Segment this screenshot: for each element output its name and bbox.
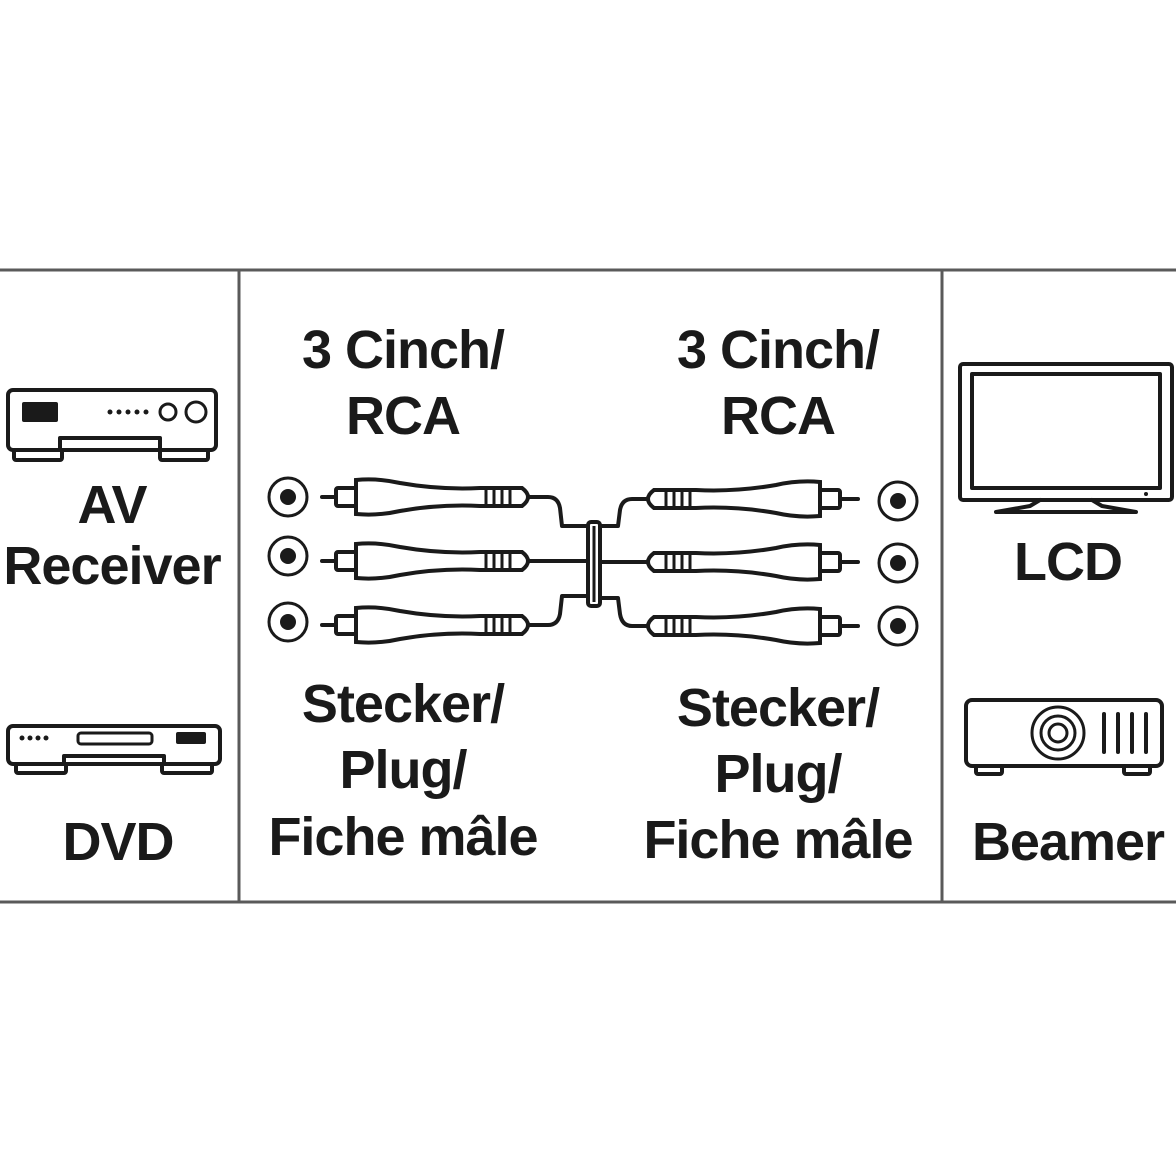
- right-footer-line2: Plug/: [715, 744, 843, 804]
- left-header-line2: RCA: [346, 386, 460, 446]
- center-panel: 3 Cinch/ RCA 3 Cinch/ RCA: [267, 320, 919, 870]
- right-header-line2: RCA: [721, 386, 835, 446]
- beamer-label: Beamer: [972, 812, 1165, 872]
- lcd-label: LCD: [1014, 532, 1122, 592]
- right-rca-plug-1: [598, 479, 919, 528]
- left-rca-plug-2: [267, 535, 592, 581]
- right-footer-line1: Stecker/: [677, 678, 880, 738]
- av-receiver-label-line1: AV: [77, 475, 147, 535]
- rca-cable-icon: [267, 476, 919, 647]
- right-footer-line3: Fiche mâle: [643, 810, 912, 870]
- av-receiver-label-line2: Receiver: [3, 536, 221, 596]
- dvd-label: DVD: [62, 812, 173, 872]
- left-rca-plug-3: [267, 594, 592, 645]
- left-header-line1: 3 Cinch/: [302, 320, 505, 380]
- left-footer-line2: Plug/: [340, 740, 468, 800]
- right-header-line1: 3 Cinch/: [677, 320, 880, 380]
- cable-splitter: [586, 520, 602, 608]
- lcd-tv-icon: [958, 362, 1174, 514]
- right-panel: LCD Beamer: [958, 362, 1174, 872]
- left-rca-plug-1: [267, 476, 592, 528]
- right-rca-plug-2: [598, 542, 919, 584]
- projector-icon: [964, 698, 1164, 776]
- dvd-player-icon: [6, 724, 222, 775]
- left-panel: AV Receiver DVD: [3, 388, 223, 872]
- av-receiver-icon: [6, 388, 218, 462]
- right-rca-plug-3: [598, 596, 919, 647]
- panel-frame: [0, 268, 1176, 904]
- left-footer-line1: Stecker/: [302, 674, 505, 734]
- left-footer-line3: Fiche mâle: [268, 807, 537, 867]
